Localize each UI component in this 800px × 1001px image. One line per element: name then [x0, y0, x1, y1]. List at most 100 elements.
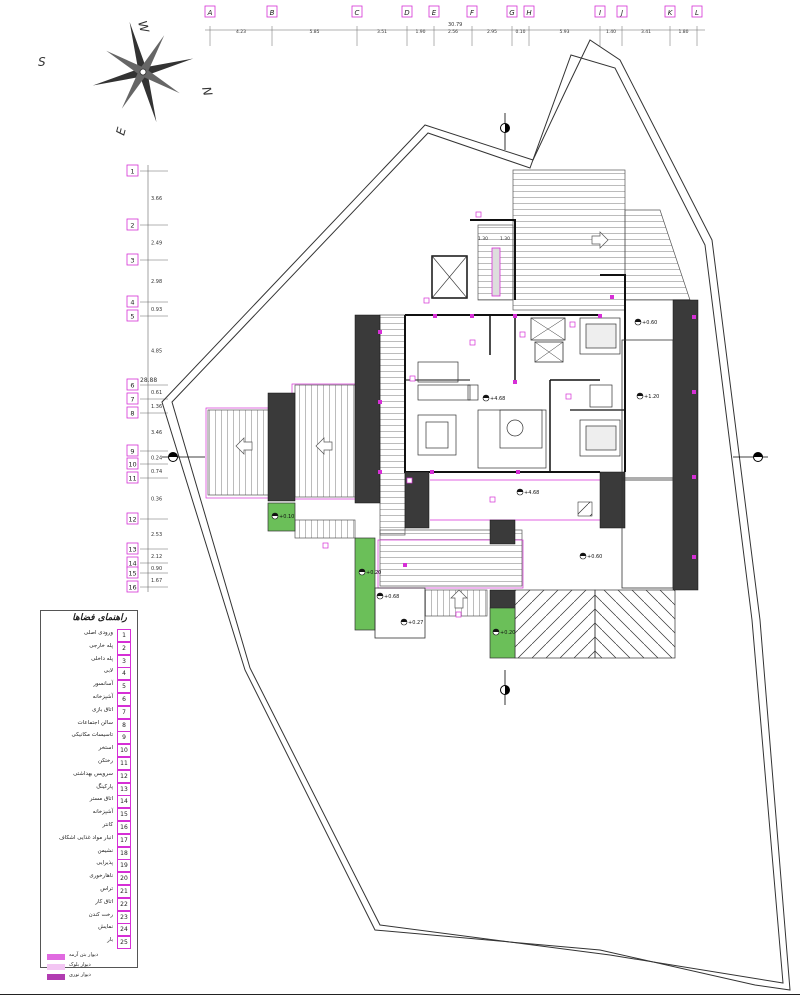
legend-item-label: نمایش [98, 924, 113, 931]
title-block-border [0, 994, 800, 1001]
row-label: 1 [130, 168, 134, 176]
row-label: 14 [128, 560, 136, 568]
legend-swatch [47, 964, 65, 970]
legend-item-number: 24 [117, 923, 131, 937]
legend-swatch-row: دیوار بتن آرمه [45, 951, 133, 964]
legend-item-label: تراس [100, 886, 113, 892]
column-tag [428, 5, 440, 18]
legend-item-number: 10 [117, 744, 131, 758]
legend-item: آسانسور 5 [45, 680, 133, 694]
section-marker-right [733, 452, 768, 462]
legend-item-label: ناهارخوری [89, 873, 113, 880]
legend-item-label: اتاق مستر [89, 796, 113, 803]
row-label: 3 [130, 257, 134, 265]
row-dim: 2.49 [151, 241, 162, 247]
column-tag [466, 5, 478, 18]
legend-item: ناهارخوری 20 [45, 872, 133, 886]
legend-title: راهنمای فضاها [72, 613, 127, 623]
column-tag [351, 5, 363, 18]
column-dim: 4.23 [236, 29, 246, 35]
legend-item-number: 8 [117, 718, 131, 732]
legend-swatch [47, 974, 65, 980]
legend-swatch-row: دیوار بلوک [45, 961, 133, 974]
row-tag [126, 471, 139, 484]
column-dim: 5.93 [559, 29, 569, 35]
row-dim: 1.67 [151, 578, 162, 584]
column-label: L [695, 9, 699, 17]
level-label: +0.68 [384, 594, 399, 600]
legend-item-label: سرویس بهداشتی [73, 770, 113, 777]
legend-item-number: 16 [117, 821, 131, 834]
left-total-dim: 28.88 [140, 377, 157, 384]
legend-item-number: 14 [117, 795, 131, 809]
column-tag [664, 5, 676, 18]
legend-item-number: 5 [117, 680, 131, 694]
row-tag [126, 253, 139, 266]
legend-item-number: 18 [117, 846, 131, 860]
section-marker-left [162, 452, 205, 462]
legend-item-label: بار [107, 937, 113, 944]
row-label: 2 [130, 222, 134, 230]
row-dim: 3.46 [151, 430, 162, 436]
legend-item-label: پله خارجی [89, 642, 113, 649]
column-dim: 1.80 [678, 29, 688, 35]
level-label: +0.20 [366, 570, 381, 576]
legend-item: اتاق مستر 14 [45, 795, 133, 809]
row-label: 11 [128, 475, 136, 483]
wall-nodes [378, 295, 696, 567]
legend-item-label: اتاق کار [95, 898, 113, 905]
compass-e-label: E [113, 125, 129, 136]
legend-item-number: 23 [117, 910, 131, 924]
structural-columns [267, 299, 699, 609]
parking [514, 589, 676, 659]
legend-item-label: رختکن [98, 758, 113, 764]
column-tag [616, 5, 628, 18]
legend-item-number: 3 [117, 654, 131, 668]
legend-swatch-label: دیوار نوری [69, 972, 91, 978]
level-label: +0.60 [587, 554, 602, 560]
row-dim: 3.66 [151, 196, 162, 202]
legend-item-label: سالن اجتماعات [77, 719, 113, 726]
legend-item-label: اتاق بازی [92, 706, 113, 713]
section-marker-bottom [500, 670, 510, 705]
column-grid: A4.23B5.85C3.51D1.90E2.56F2.95G0.10H5.93… [204, 5, 705, 46]
row-tag [126, 444, 139, 457]
column-tag [266, 5, 278, 18]
legend-item-number: 20 [117, 872, 131, 886]
legend-item-number: 17 [117, 833, 131, 847]
legend-item-label: نشیمن [97, 847, 113, 854]
legend-item-number: 1 [117, 629, 131, 642]
legend-item-label: آسانسور [93, 681, 113, 688]
row-dim: 2.53 [151, 532, 162, 538]
site-boundary [161, 39, 791, 991]
column-tag [523, 5, 535, 18]
stair-dim-a: 1.30 [478, 236, 488, 242]
row-label: 13 [128, 546, 136, 554]
row-tag [126, 392, 139, 405]
row-dim: 4.85 [151, 349, 162, 355]
legend-item-number: 12 [117, 769, 131, 783]
outer-outlines [374, 339, 674, 639]
legend-item-number: 2 [117, 641, 131, 655]
row-tag [126, 580, 139, 593]
level-label: +0.10 [279, 514, 294, 520]
terraces [207, 169, 691, 617]
legend-item: تراس 21 [45, 885, 133, 898]
top-total-dim: 30.79 [448, 22, 462, 28]
legend-item-number: 19 [117, 859, 131, 873]
legend-item-number: 21 [117, 885, 131, 898]
row-dim: 0.36 [151, 497, 162, 503]
legend-item: سرویس بهداشتی 12 [45, 769, 133, 783]
column-label: H [526, 9, 532, 17]
section-marker-top [500, 113, 510, 150]
column-label: A [207, 9, 213, 17]
